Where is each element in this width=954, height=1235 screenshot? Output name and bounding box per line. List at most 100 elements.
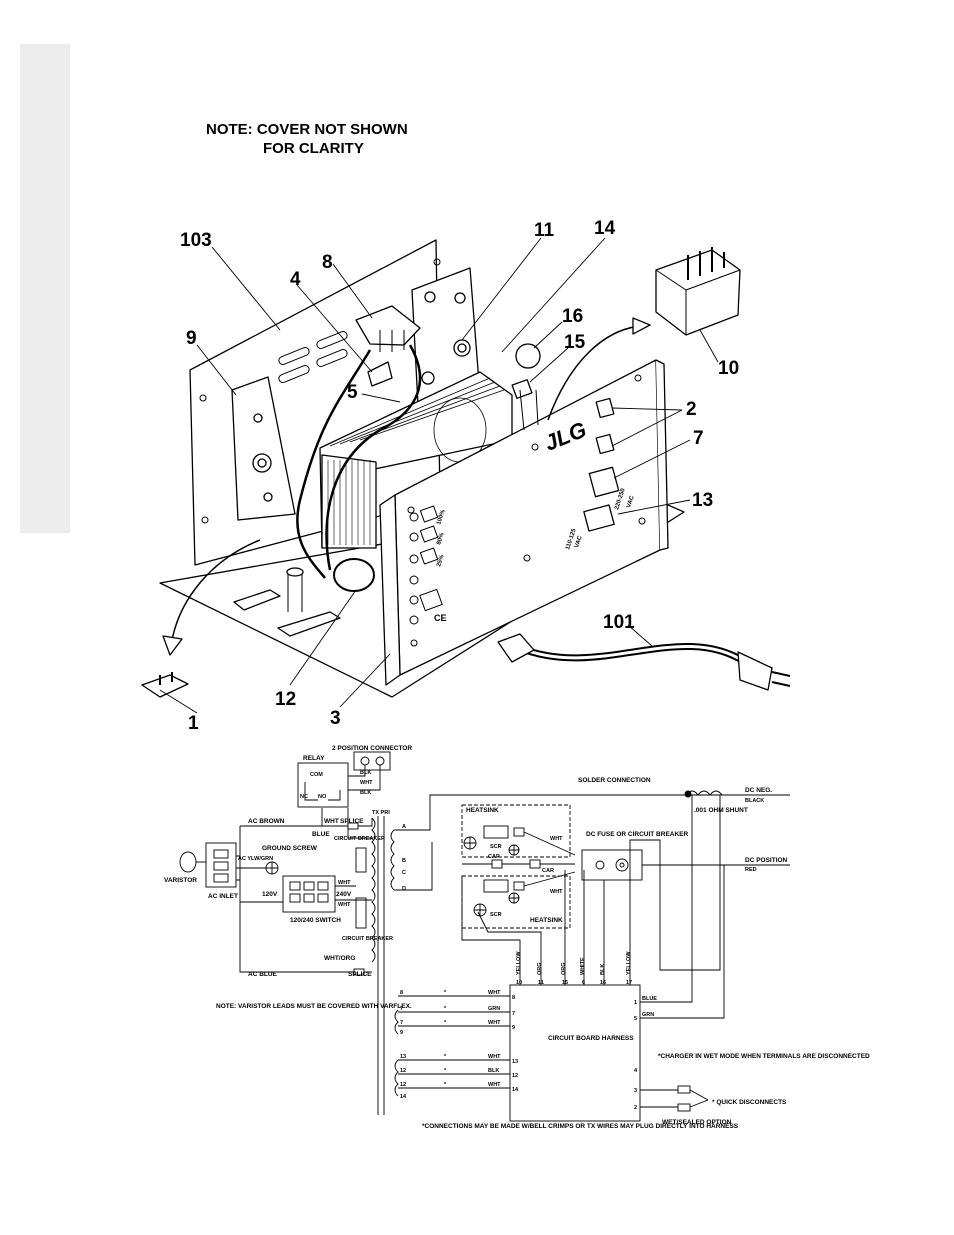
cover-note-line1: NOTE: COVER NOT SHOWN bbox=[206, 121, 408, 138]
voltage-low-unit: VAC bbox=[574, 535, 584, 549]
ac-inlet-block bbox=[205, 842, 237, 888]
callout-12: 12 bbox=[275, 689, 296, 710]
circuit-board-harness bbox=[509, 984, 641, 1122]
callout-7: 7 bbox=[693, 428, 704, 449]
sch-two-pos-connector: 2 POSITION CONNECTOR bbox=[332, 745, 412, 752]
sch-harness-label: CIRCUIT BOARD HARNESS bbox=[548, 1035, 634, 1042]
sch-relay: RELAY bbox=[303, 755, 325, 762]
sch-120v: 120V bbox=[262, 891, 278, 898]
sch-pin-15: 15 bbox=[562, 980, 568, 986]
sch-lw-n-4: 12 bbox=[400, 1068, 406, 1074]
sch-lw-c-0: WHT bbox=[488, 990, 501, 996]
sch-wire-white: WHITE bbox=[580, 957, 586, 975]
sch-breaker-1: CIRCUIT BREAKER bbox=[334, 836, 385, 842]
sch-wht-4: WHT bbox=[338, 902, 351, 908]
ce-mark: CE bbox=[434, 613, 447, 623]
sch-dc-neg: DC NEG. bbox=[745, 787, 772, 794]
sch-varistor: VARISTOR bbox=[164, 877, 197, 884]
sch-lw-star-5: * bbox=[444, 1082, 447, 1088]
cover-note: NOTE: COVER NOT SHOWN FOR CLARITY bbox=[206, 120, 408, 158]
page-side-tab bbox=[20, 44, 70, 533]
callout-101: 101 bbox=[603, 612, 635, 633]
sch-scr-2: SCR bbox=[490, 912, 502, 918]
sch-solder-connection: SOLDER CONNECTION bbox=[578, 777, 651, 784]
sch-scr-1: SCR bbox=[490, 844, 502, 850]
sch-breaker-2: CIRCUIT BREAKER bbox=[342, 936, 393, 942]
sch-ac-blue: AC BLUE bbox=[248, 971, 278, 978]
sch-240v: 240V bbox=[336, 891, 352, 898]
callout-16: 16 bbox=[562, 306, 583, 327]
voltage-switch bbox=[583, 504, 615, 532]
callout-2: 2 bbox=[686, 399, 697, 420]
ac-receptacle bbox=[588, 466, 620, 498]
sch-tx-b: B bbox=[402, 858, 406, 864]
sch-cap: CAP bbox=[488, 854, 500, 860]
sch-lw-n-0: 8 bbox=[400, 990, 403, 996]
sch-lw-star-2: * bbox=[444, 1020, 447, 1026]
dc-fuse bbox=[581, 849, 643, 881]
sch-dc-fuse: DC FUSE OR CIRCUIT BREAKER bbox=[586, 831, 689, 838]
sch-car: CAR bbox=[542, 868, 554, 874]
sch-splice-1: SPLICE bbox=[340, 818, 364, 825]
sch-lw-star-3: * bbox=[444, 1054, 447, 1060]
sch-dc-pos: DC POSITION bbox=[745, 857, 788, 864]
indicator-lower bbox=[595, 433, 615, 455]
sch-lw-star-1: * bbox=[444, 1006, 447, 1012]
sch-rpin-3: 3 bbox=[634, 1088, 637, 1094]
voltage-high-unit: VAC bbox=[626, 495, 636, 509]
callout-8: 8 bbox=[322, 252, 333, 273]
sch-wire-org-1: ORG bbox=[537, 962, 543, 975]
callout-3: 3 bbox=[330, 708, 341, 729]
heatsink-top bbox=[461, 804, 571, 858]
sch-right-grn: GRN bbox=[642, 1012, 654, 1018]
callout-103: 103 bbox=[180, 230, 212, 251]
sch-ohm-shunt: .001 OHM SHUNT bbox=[694, 807, 748, 814]
sch-right-blue: BLUE bbox=[642, 996, 657, 1002]
sch-lw-c-3: WHT bbox=[488, 1054, 501, 1060]
sch-lw-p-3: 13 bbox=[512, 1059, 518, 1065]
sch-wire-yellow-1: YELLOW bbox=[516, 951, 522, 975]
sch-rpin-2: 2 bbox=[634, 1105, 637, 1111]
callout-4: 4 bbox=[290, 269, 301, 290]
sch-black: BLACK bbox=[745, 798, 764, 804]
sch-lw-c-1: GRN bbox=[488, 1006, 500, 1012]
sch-pin-10: 10 bbox=[516, 980, 522, 986]
breaker-bracket bbox=[231, 376, 296, 521]
relay-box bbox=[297, 762, 349, 808]
sch-wht-6: WHT bbox=[550, 889, 563, 895]
sch-pin-11: 11 bbox=[538, 980, 544, 986]
sch-quick-disconnects: * QUICK DISCONNECTS bbox=[712, 1099, 787, 1106]
sch-lw-n-5: 12 bbox=[400, 1082, 406, 1088]
sch-lw-p-2: 9 bbox=[512, 1025, 515, 1031]
sch-lw-c-5: WHT bbox=[488, 1082, 501, 1088]
sch-pin-17: 17 bbox=[626, 980, 632, 986]
sch-pin-16: 16 bbox=[600, 980, 606, 986]
callout-15: 15 bbox=[564, 332, 586, 353]
sch-splice-2: SPLICE bbox=[348, 971, 372, 978]
sch-lw-c-2: WHT bbox=[488, 1020, 501, 1026]
sch-ac-ylw-grn: AC YLW/GRN bbox=[238, 856, 273, 862]
sch-pin-6: 6 bbox=[582, 980, 585, 986]
sch-lw-p-0: 8 bbox=[512, 995, 515, 1001]
callout-11: 11 bbox=[534, 220, 555, 241]
sch-tx-pri: TX PRI bbox=[372, 810, 390, 816]
sch-tx-c: C bbox=[402, 870, 406, 876]
varistor-disc bbox=[515, 343, 541, 369]
sch-rpin-1: 1 bbox=[634, 1000, 637, 1006]
sch-wht-5: WHT bbox=[550, 836, 563, 842]
sch-lw-c-4: BLK bbox=[488, 1068, 499, 1074]
sch-nc: NC bbox=[300, 794, 308, 800]
sch-red: RED bbox=[745, 867, 757, 873]
sch-heatsink-2: HEATSINK bbox=[530, 917, 563, 924]
sch-wet-mode-note: *CHARGER IN WET MODE WHEN TERMINALS ARE … bbox=[658, 1053, 870, 1060]
sch-blk-1: BLK bbox=[360, 770, 371, 776]
sch-lw-n-3: 13 bbox=[400, 1054, 406, 1060]
callout-14: 14 bbox=[594, 218, 616, 239]
sch-wire-blk: BLK bbox=[600, 964, 606, 975]
sch-ac-brown: AC BROWN bbox=[248, 818, 285, 825]
sch-com: COM bbox=[310, 772, 323, 778]
indicator-upper bbox=[595, 397, 615, 419]
callout-10: 10 bbox=[718, 358, 739, 379]
sch-varistor-note: NOTE: VARISTOR LEADS MUST BE COVERED WIT… bbox=[216, 1003, 412, 1010]
